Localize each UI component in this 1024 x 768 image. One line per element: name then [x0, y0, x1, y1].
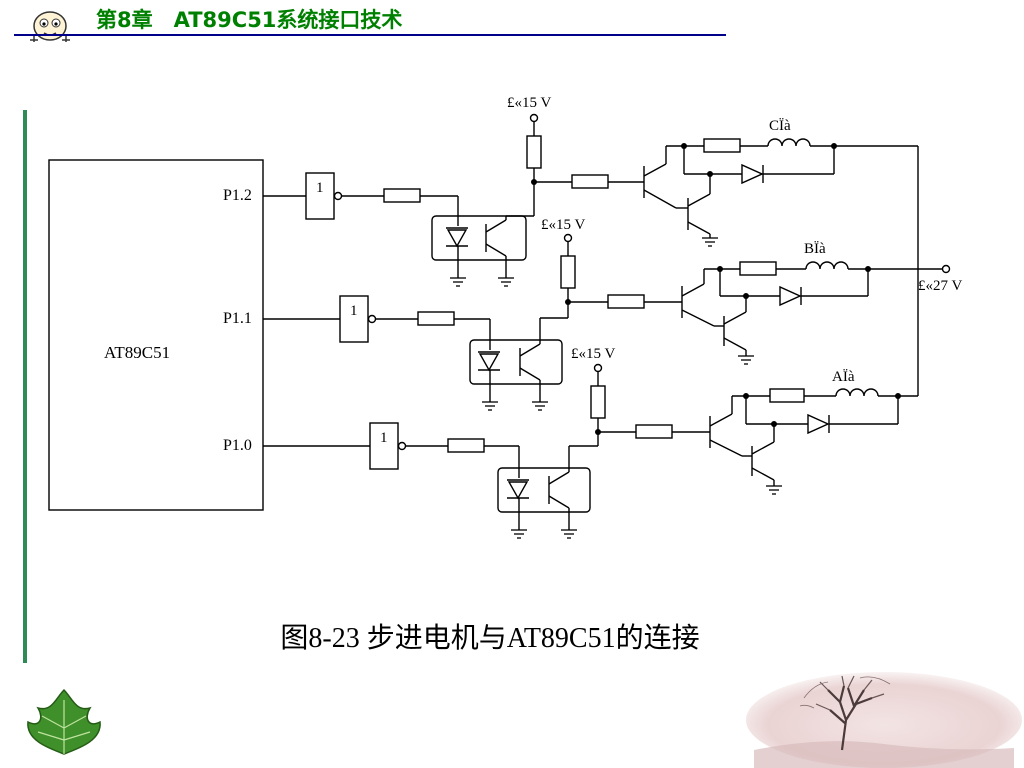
optocoupler [469, 339, 563, 385]
header-rule [14, 34, 726, 36]
mcu-label: AT89C51 [104, 343, 170, 362]
optocoupler [497, 467, 591, 513]
figure-caption: 图8-23 步进电机与AT89C51的连接 [280, 623, 700, 654]
optocoupler [431, 215, 527, 261]
supply-27v-label: £«27 V [918, 278, 962, 294]
phase-label-c: CÏà [769, 117, 791, 134]
coil [805, 261, 849, 270]
coil [767, 138, 811, 147]
phase-label-b: BÏà [804, 240, 826, 257]
resistor [526, 135, 542, 169]
resistor [703, 138, 741, 153]
resistor [769, 388, 805, 403]
stepper-motor-circuit: AT89C51 P1.2 P1.1 P1.0 1 1 1 £«15 V £«15… [48, 95, 962, 539]
mcu-block [48, 159, 264, 511]
resistor [739, 261, 777, 276]
phase-label-a: AÏà [832, 368, 855, 385]
inverter-label: 1 [316, 180, 324, 196]
resistor [635, 424, 673, 439]
resistor [383, 188, 421, 203]
resistor [571, 174, 609, 189]
resistor [590, 385, 606, 419]
pin-label-p10: P1.0 [223, 437, 252, 454]
inverter-label: 1 [380, 430, 388, 446]
tree-landscape-image [746, 672, 1022, 768]
green-leaf-icon [27, 688, 101, 755]
resistor [560, 255, 576, 289]
coil [835, 388, 879, 397]
left-accent-bar [23, 110, 27, 663]
pin-label-p11: P1.1 [223, 310, 252, 327]
resistor [447, 438, 485, 453]
resistor [417, 311, 455, 326]
supply-15v-label: £«15 V [571, 346, 615, 362]
resistor [607, 294, 645, 309]
inverter-label: 1 [350, 303, 358, 319]
chapter-title: 第8章 AT89C51系统接口技术 [96, 8, 403, 32]
mascot-icon [30, 11, 70, 42]
pin-label-p12: P1.2 [223, 187, 252, 204]
supply-15v-label: £«15 V [541, 217, 585, 233]
supply-15v-label: £«15 V [507, 95, 551, 111]
